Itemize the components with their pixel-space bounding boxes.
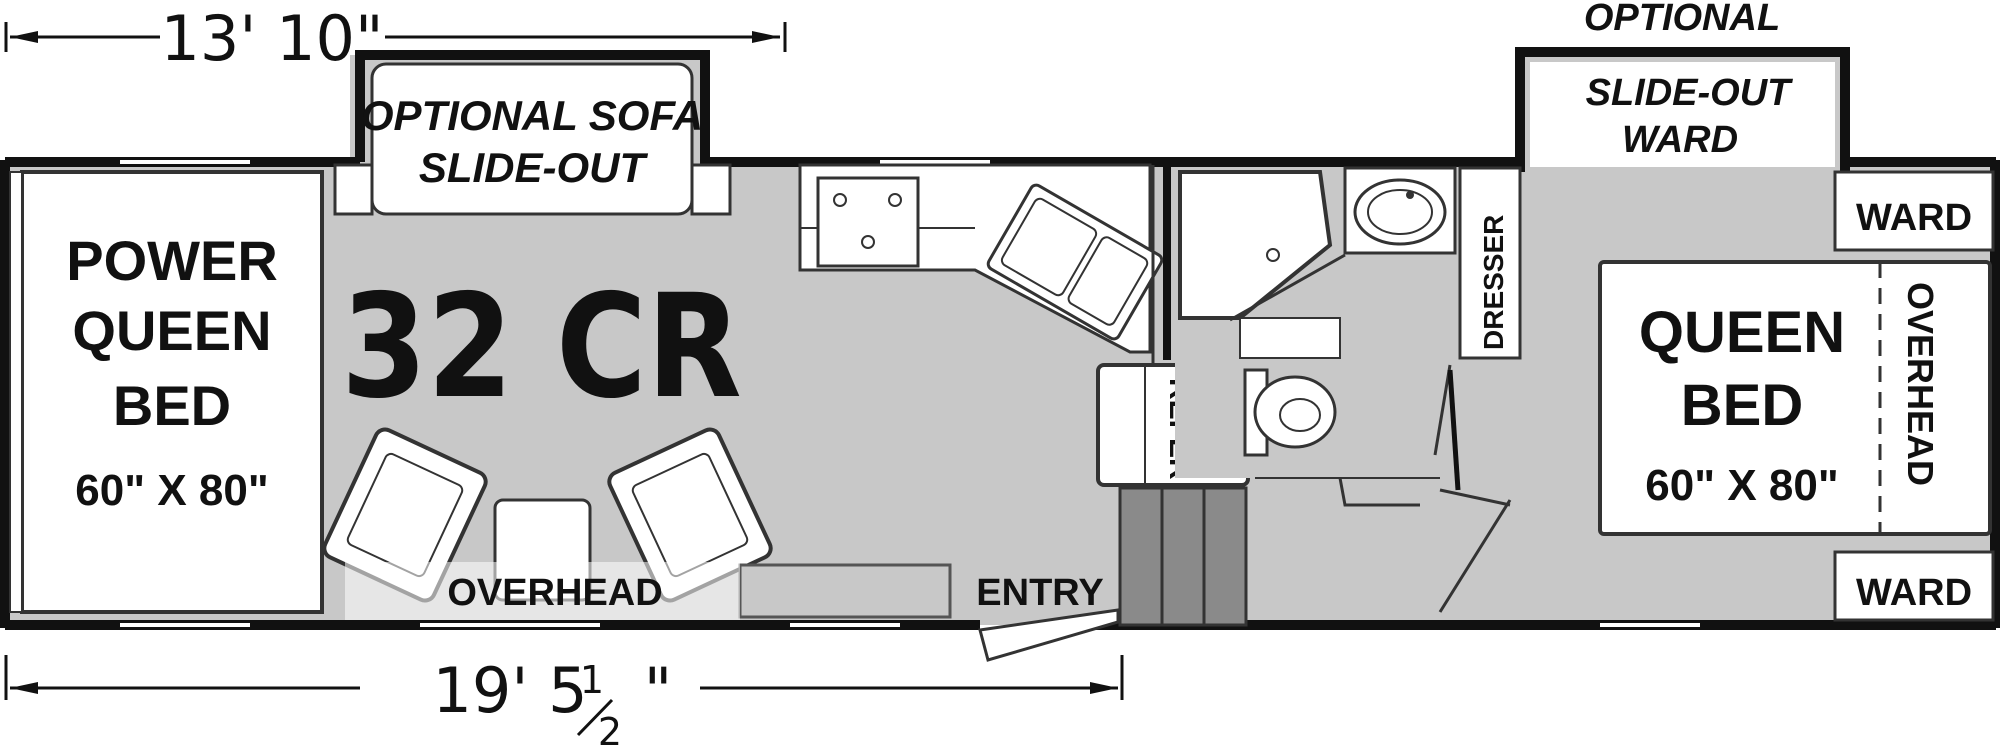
overhead-rear-label: OVERHEAD	[1900, 282, 1941, 486]
ward-bottom-label: WARD	[1856, 572, 1972, 614]
queen-bed-line2: BED	[1681, 373, 1803, 438]
kitchen-sink	[986, 183, 1164, 341]
entry-step-1	[1118, 486, 1164, 627]
overhead-front-label: OVERHEAD	[447, 572, 662, 614]
queen-bed-size: 60" X 80"	[1645, 461, 1838, 510]
stove	[816, 176, 920, 268]
slideout-ward	[1530, 62, 1835, 167]
sofa-label-line1: OPTIONAL SOFA	[361, 92, 703, 139]
bottom-dimension: 19' 5 1 2 "	[4, 654, 1124, 747]
windows	[120, 160, 1700, 627]
sofa-label-line2: SLIDE-OUT	[419, 144, 649, 191]
queen-bed-line1: QUEEN	[1639, 300, 1845, 365]
slideout-ward-line1: SLIDE-OUT	[1586, 72, 1794, 114]
dresser-label: DRESSER	[1478, 215, 1509, 350]
entry-step-3	[1202, 486, 1248, 627]
toilet	[1243, 368, 1337, 457]
dresser	[1458, 166, 1522, 360]
model-name: 32 CR	[341, 263, 742, 430]
entertainment-cabinet	[738, 563, 952, 619]
wardrobe-top	[1833, 170, 1995, 252]
optional-label: OPTIONAL	[1584, 0, 1780, 39]
inch-mark: "	[644, 654, 673, 727]
fraction-numerator: 1	[580, 658, 604, 702]
overall-length-label: 19' 5	[432, 654, 587, 727]
power-bed-line1: POWER	[66, 229, 278, 292]
sofa	[370, 62, 694, 216]
ward-top-label: WARD	[1856, 197, 1972, 239]
shower	[1178, 170, 1333, 320]
power-bed-size: 60" X 80"	[75, 466, 268, 515]
power-bed-line2: QUEEN	[72, 299, 271, 362]
power-queen-bed	[20, 170, 324, 614]
entry-label: ENTRY	[976, 572, 1103, 614]
slideout-ward-line2: WARD	[1622, 119, 1738, 161]
entry-step-2	[1160, 486, 1206, 627]
top-dimension: 13' 10"	[4, 2, 787, 75]
power-bed-line3: BED	[113, 374, 231, 437]
entry-door	[978, 608, 1120, 662]
wardrobe-bottom	[1833, 550, 1995, 622]
top-width-label: 13' 10"	[160, 2, 383, 75]
queen-bed	[1598, 260, 1992, 536]
fraction-denominator: 2	[598, 710, 622, 747]
